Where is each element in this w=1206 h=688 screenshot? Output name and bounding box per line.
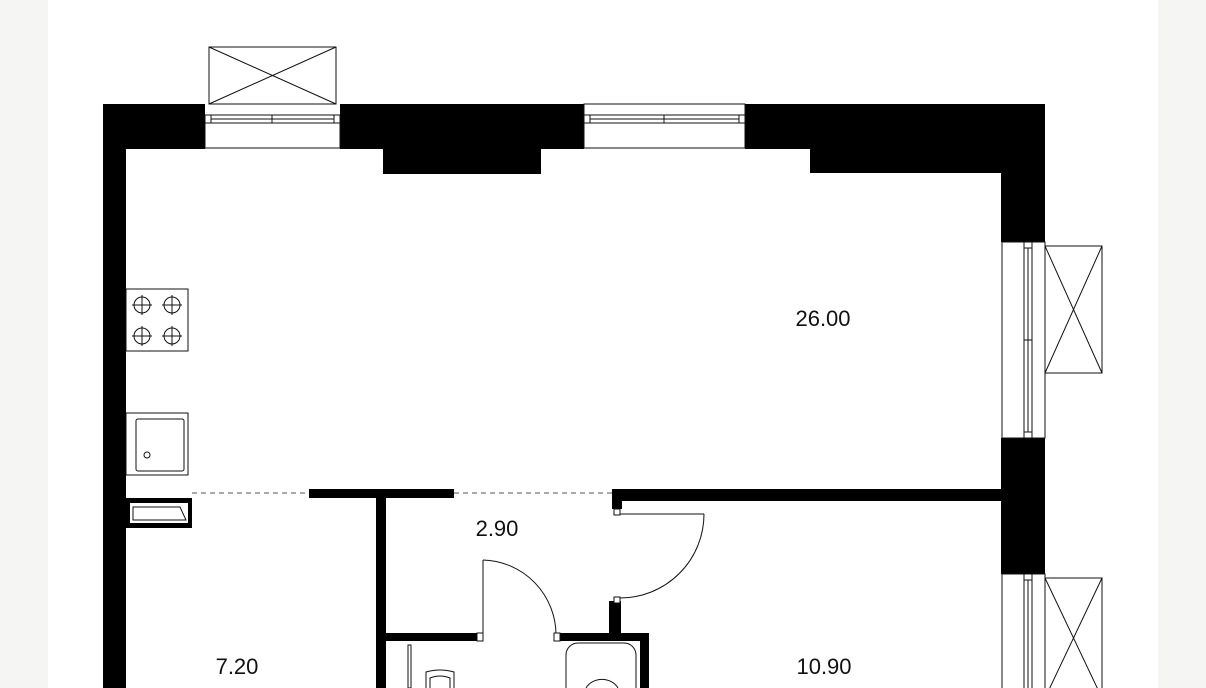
washer-icon	[126, 498, 192, 528]
exterior-walls	[103, 104, 1045, 688]
wall-top-right	[745, 104, 1045, 149]
stove-icon	[125, 288, 189, 352]
wall-right-upper	[1001, 104, 1045, 242]
balcony-icon	[208, 46, 337, 105]
window-icon	[583, 103, 746, 149]
wall-left	[103, 104, 126, 688]
wall-bath-top-1	[376, 633, 479, 641]
wall-pier-2	[810, 145, 1001, 173]
balcony-icon	[1044, 245, 1103, 374]
wall-interior-2	[612, 489, 1001, 501]
window-icon	[204, 114, 341, 149]
room-area-hallway: 2.90	[476, 516, 519, 541]
wall-pier-1	[383, 145, 541, 174]
room-area-living-kitchen: 26.00	[795, 306, 850, 331]
wall-door-jamb-2	[609, 601, 621, 641]
washbasin-icon	[565, 642, 637, 688]
toilet-icon	[407, 644, 455, 688]
floor-plan-canvas: 26.00 2.90 7.20 10.90	[48, 0, 1158, 688]
door-icon	[613, 508, 705, 604]
door-icon	[476, 559, 561, 642]
window-icon	[1001, 241, 1046, 439]
room-area-bedroom-left: 7.20	[216, 654, 259, 679]
wall-door-jamb	[612, 489, 622, 509]
wall-interior-vertical	[376, 489, 386, 688]
wall-bath-top-2	[560, 633, 649, 641]
room-area-bedroom-right: 10.90	[796, 654, 851, 679]
wall-top-middle	[340, 104, 584, 149]
window-icon	[1001, 573, 1046, 688]
wall-bath-right	[640, 633, 649, 688]
wall-right-middle	[1001, 438, 1045, 574]
sink-icon	[125, 412, 189, 476]
balcony-icon	[1044, 577, 1103, 688]
interior-walls	[309, 489, 1001, 688]
